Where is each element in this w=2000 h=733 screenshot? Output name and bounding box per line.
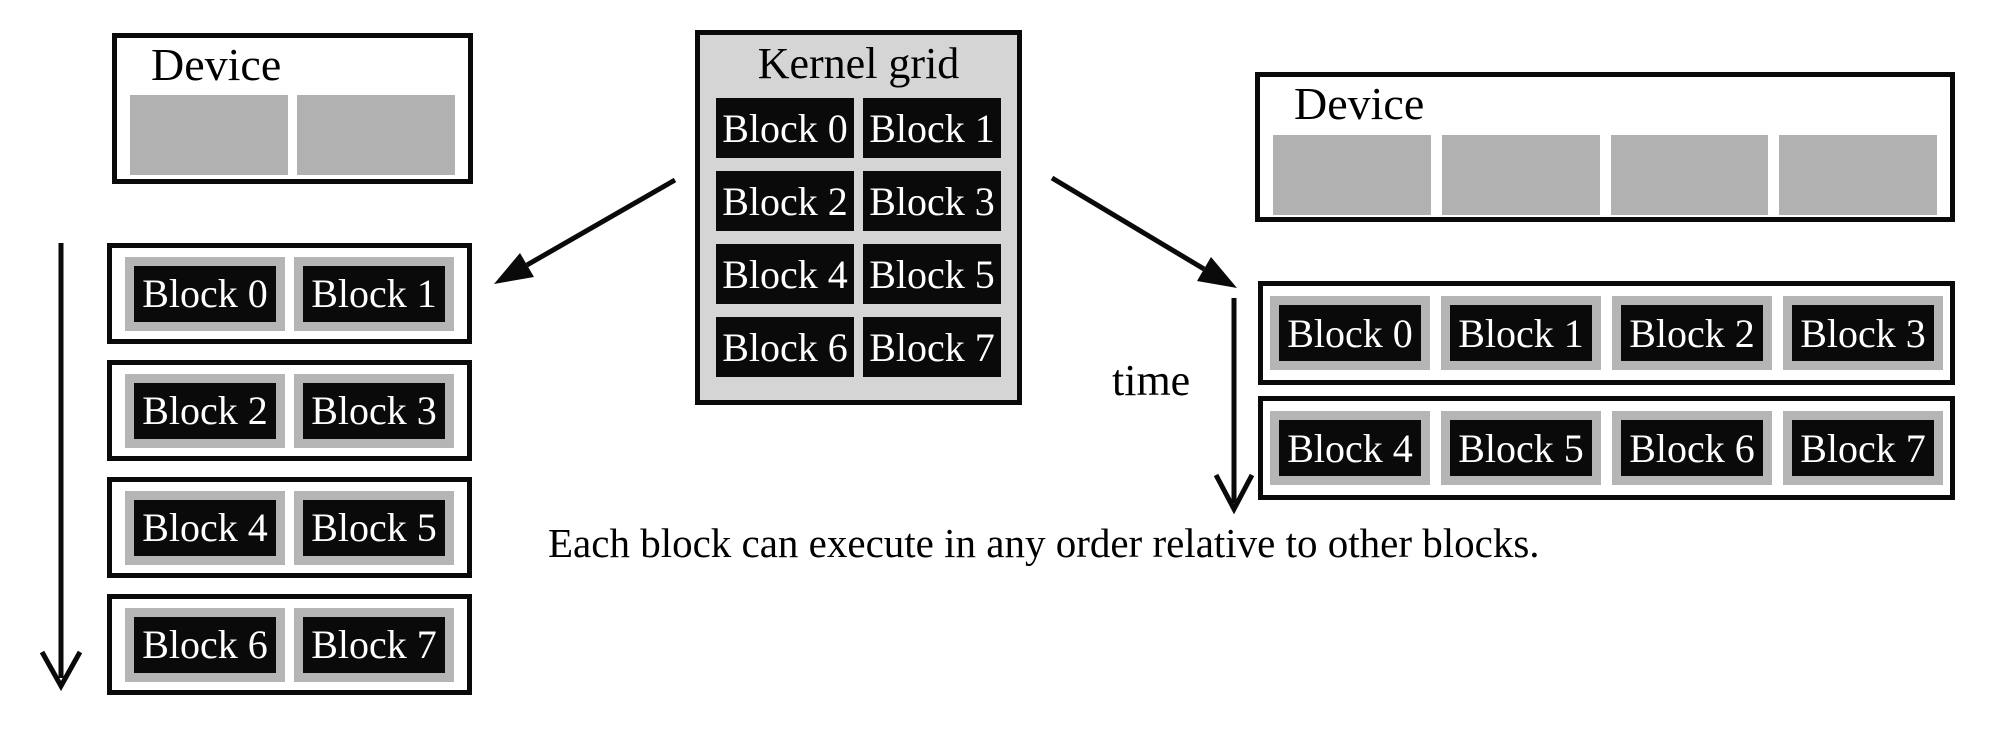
block-frame: Block 1 [294, 256, 454, 331]
sm-slot [1610, 135, 1769, 215]
grid-to-4sm-arrow-icon [1050, 175, 1237, 288]
kernel-block: Block 1 [863, 98, 1001, 158]
sm-slot [297, 95, 455, 175]
scheduled-block: Block 7 [303, 616, 445, 673]
block-frame: Block 2 [125, 373, 285, 448]
block-frame: Block 5 [1441, 411, 1601, 485]
scheduled-block: Block 7 [1792, 420, 1934, 476]
scheduled-block: Block 5 [303, 499, 445, 556]
block-frame: Block 6 [125, 607, 285, 682]
block-frame: Block 1 [1441, 296, 1601, 370]
block-frame: Block 7 [1783, 411, 1943, 485]
schedule-row-4sm-step1: Block 0 Block 1 Block 2 Block 3 [1258, 281, 1955, 385]
block-frame: Block 2 [1612, 296, 1772, 370]
scheduled-block: Block 0 [1279, 305, 1421, 361]
time-arrow-right-icon [1213, 298, 1255, 515]
block-frame: Block 0 [125, 256, 285, 331]
schedule-row-2sm-step1: Block 0 Block 1 [107, 243, 472, 344]
kernel-grid-title: Kernel grid [757, 39, 960, 88]
kernel-block: Block 6 [716, 317, 854, 377]
kernel-block: Block 2 [716, 171, 854, 231]
time-arrow-left-icon [39, 243, 83, 692]
block-frame: Block 7 [294, 607, 454, 682]
kernel-block: Block 0 [716, 98, 854, 158]
device-2sm-panel: Device [112, 33, 473, 184]
kernel-block: Block 5 [863, 244, 1001, 304]
block-frame: Block 4 [1270, 411, 1430, 485]
device-2sm-label: Device [151, 39, 282, 90]
schedule-row-2sm-step4: Block 6 Block 7 [107, 594, 472, 695]
scheduled-block: Block 6 [134, 616, 276, 673]
scheduled-block: Block 2 [134, 382, 276, 439]
sm-slot [130, 95, 288, 175]
sm-slot [1273, 135, 1431, 215]
scheduled-block: Block 1 [1450, 305, 1592, 361]
scheduled-block: Block 2 [1621, 305, 1763, 361]
figure-caption: Each block can execute in any order rela… [548, 520, 1540, 566]
time-axis-label: time [1112, 356, 1191, 405]
device-4sm-panel: Device [1255, 72, 1955, 222]
device-2sm-slot-row [130, 95, 455, 175]
scheduled-block: Block 1 [303, 265, 445, 322]
scheduled-block: Block 3 [1792, 305, 1934, 361]
device-4sm-label: Device [1294, 78, 1425, 129]
block-frame: Block 3 [294, 373, 454, 448]
kernel-block: Block 4 [716, 244, 854, 304]
block-frame: Block 5 [294, 490, 454, 565]
schedule-row-2sm-step3: Block 4 Block 5 [107, 477, 472, 578]
scheduled-block: Block 0 [134, 265, 276, 322]
kernel-grid-panel: Kernel grid Block 0 Block 1 Block 2 Bloc… [695, 30, 1022, 405]
scheduled-block: Block 4 [134, 499, 276, 556]
block-frame: Block 3 [1783, 296, 1943, 370]
block-frame: Block 0 [1270, 296, 1430, 370]
block-frame: Block 6 [1612, 411, 1772, 485]
scheduled-block: Block 3 [303, 382, 445, 439]
grid-to-2sm-arrow-icon [494, 177, 677, 284]
kernel-block: Block 3 [863, 171, 1001, 231]
scheduled-block: Block 6 [1621, 420, 1763, 476]
kernel-grid-cells: Block 0 Block 1 Block 2 Block 3 Block 4 … [716, 98, 1001, 377]
schedule-row-2sm-step2: Block 2 Block 3 [107, 360, 472, 461]
block-frame: Block 4 [125, 490, 285, 565]
sm-slot [1779, 135, 1937, 215]
sm-slot [1441, 135, 1600, 215]
kernel-block: Block 7 [863, 317, 1001, 377]
device-4sm-slot-row [1273, 135, 1937, 215]
scheduled-block: Block 4 [1279, 420, 1421, 476]
schedule-row-4sm-step2: Block 4 Block 5 Block 6 Block 7 [1258, 396, 1955, 500]
scheduled-block: Block 5 [1450, 420, 1592, 476]
